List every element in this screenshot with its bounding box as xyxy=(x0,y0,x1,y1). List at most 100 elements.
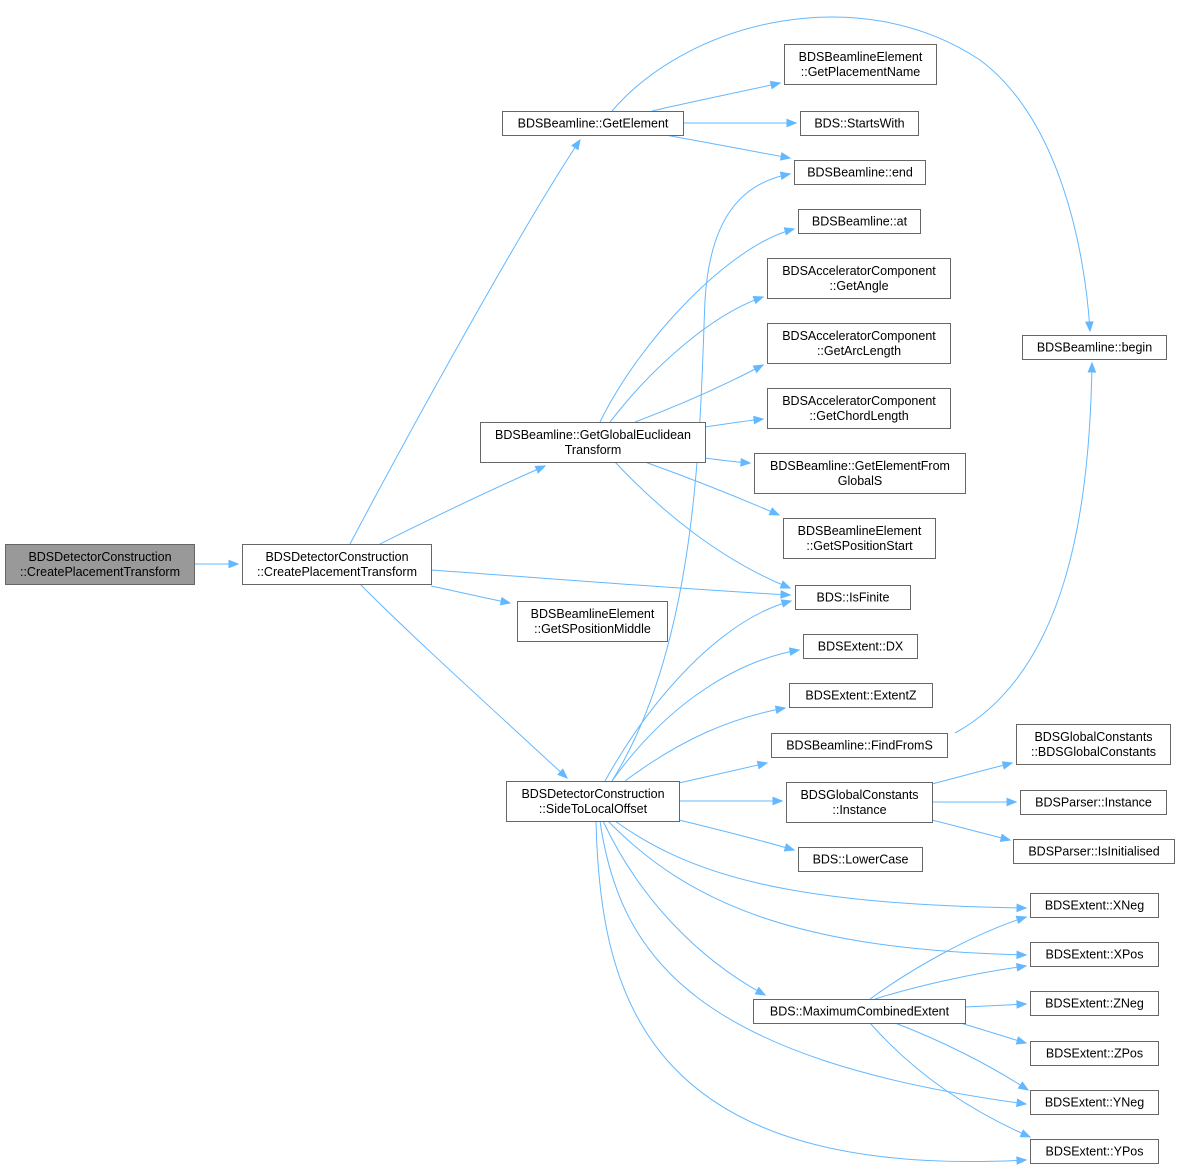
node-xneg[interactable]: BDSExtent::XNeg xyxy=(1030,893,1159,918)
edge-maxCombined-to-zneg xyxy=(964,1000,1028,1009)
edge-getGET-to-getChordLength xyxy=(704,415,765,428)
node-parserInit[interactable]: BDSParser::IsInitialised xyxy=(1013,839,1175,864)
node-end[interactable]: BDSBeamline::end xyxy=(794,160,926,185)
edge-line xyxy=(595,820,1027,1162)
node-box xyxy=(798,209,921,234)
node-label-line: ::GetPlacementName xyxy=(801,65,921,79)
arrowhead xyxy=(1001,761,1014,770)
node-getSPosMid[interactable]: BDSBeamlineElement::GetSPositionMiddle xyxy=(517,601,668,642)
edge-cpt-to-sideToLocal xyxy=(359,583,568,779)
node-getChordLength[interactable]: BDSAcceleratorComponent::GetChordLength xyxy=(767,388,951,429)
edge-line xyxy=(874,965,1027,1000)
node-label-line: BDSBeamline::FindFromS xyxy=(786,739,933,753)
edge-sideToLocal-to-end xyxy=(611,171,792,782)
node-maxCombined[interactable]: BDS::MaximumCombinedExtent xyxy=(753,999,966,1024)
node-dx[interactable]: BDSExtent::DX xyxy=(803,634,918,659)
node-box xyxy=(1030,991,1159,1016)
edge-line xyxy=(869,916,1027,1000)
edge-cpt-to-getSPosMid xyxy=(430,585,512,606)
edge-sideToLocal-to-gcInstance xyxy=(679,796,784,806)
node-box xyxy=(1030,893,1159,918)
node-yneg[interactable]: BDSExtent::YNeg xyxy=(1030,1090,1159,1115)
edge-cpt-to-isFinite xyxy=(430,569,792,599)
node-box xyxy=(798,847,923,872)
node-label-line: ::GetAngle xyxy=(829,279,888,293)
node-label-line: BDSAcceleratorComponent xyxy=(782,329,936,343)
node-label-line: BDSBeamlineElement xyxy=(798,524,922,538)
arrowhead xyxy=(780,590,792,599)
node-at[interactable]: BDSBeamline::at xyxy=(798,209,921,234)
edge-getGET-to-getArcLength xyxy=(634,364,765,423)
node-label-line: ::SideToLocalOffset xyxy=(539,802,648,816)
node-ypos[interactable]: BDSExtent::YPos xyxy=(1030,1139,1159,1164)
node-lowerCase[interactable]: BDS::LowerCase xyxy=(798,847,923,872)
node-label-line: BDSParser::IsInitialised xyxy=(1028,845,1159,859)
node-findFromS[interactable]: BDSBeamline::FindFromS xyxy=(771,733,948,758)
node-begin[interactable]: BDSBeamline::begin xyxy=(1022,335,1167,360)
node-box xyxy=(803,634,918,659)
node-box xyxy=(1030,1090,1159,1115)
arrowhead xyxy=(1016,1156,1028,1165)
edge-sideToLocal-to-yneg xyxy=(599,820,1028,1108)
edge-line xyxy=(634,364,764,423)
node-cpt[interactable]: BDSDetectorConstruction::CreatePlacement… xyxy=(242,544,432,585)
node-startsWith[interactable]: BDS::StartsWith xyxy=(800,111,919,136)
node-extentZ[interactable]: BDSExtent::ExtentZ xyxy=(789,683,933,708)
arrowhead xyxy=(571,138,581,151)
edge-line xyxy=(611,173,791,782)
edge-getGET-to-at xyxy=(599,227,796,423)
node-box xyxy=(5,544,195,585)
node-xpos[interactable]: BDSExtent::XPos xyxy=(1030,942,1159,967)
node-getAngle[interactable]: BDSAcceleratorComponent::GetAngle xyxy=(767,258,951,299)
edge-line xyxy=(430,569,791,596)
arrowhead xyxy=(786,118,798,128)
node-sideToLocal[interactable]: BDSDetectorConstruction::SideToLocalOffs… xyxy=(506,781,680,822)
edge-sideToLocal-to-ypos xyxy=(595,820,1028,1165)
arrowhead xyxy=(1015,915,1028,925)
edge-line xyxy=(379,465,546,545)
node-zneg[interactable]: BDSExtent::ZNeg xyxy=(1030,991,1159,1016)
edge-gcInstance-to-parserInstance xyxy=(932,797,1018,807)
node-label-line: Transform xyxy=(565,443,622,457)
node-gcCtor[interactable]: BDSGlobalConstants::BDSGlobalConstants xyxy=(1016,724,1171,765)
arrowhead xyxy=(780,599,793,608)
node-getElement[interactable]: BDSBeamline::GetElement xyxy=(502,111,684,136)
edge-line xyxy=(614,820,1027,909)
arrowhead xyxy=(499,596,512,606)
arrowhead xyxy=(1087,361,1097,373)
node-getArcLength[interactable]: BDSAcceleratorComponent::GetArcLength xyxy=(767,323,951,364)
node-label-line: BDS::StartsWith xyxy=(814,117,904,131)
arrowhead xyxy=(740,458,752,467)
node-label-line: ::BDSGlobalConstants xyxy=(1031,745,1156,759)
edge-getGET-to-isFinite xyxy=(614,461,792,589)
arrowhead xyxy=(783,843,796,852)
node-box xyxy=(506,781,680,822)
node-label-line: BDSBeamline::GetElement xyxy=(518,117,669,131)
node-label-line: ::CreatePlacementTransform xyxy=(257,565,417,579)
edge-getGET-to-getSPosStart xyxy=(644,461,781,516)
node-getSPosStart[interactable]: BDSBeamlineElement::GetSPositionStart xyxy=(783,518,936,559)
arrowhead xyxy=(1017,1081,1030,1091)
arrowhead xyxy=(783,227,796,236)
arrowhead xyxy=(228,559,240,569)
node-label-line: BDSExtent::ZPos xyxy=(1046,1047,1143,1061)
node-zpos[interactable]: BDSExtent::ZPos xyxy=(1030,1041,1159,1066)
node-label-line: ::GetChordLength xyxy=(809,409,908,423)
node-getPlacementName[interactable]: BDSBeamlineElement::GetPlacementName xyxy=(784,44,937,85)
edge-line xyxy=(624,707,786,782)
node-box xyxy=(771,733,948,758)
node-label-line: ::GetArcLength xyxy=(817,344,901,358)
node-label-line: BDSExtent::XNeg xyxy=(1045,899,1144,913)
arrowhead xyxy=(774,705,787,715)
edge-sideToLocal-to-findFromS xyxy=(678,760,769,784)
node-box xyxy=(1016,724,1171,765)
node-box xyxy=(767,258,951,299)
node-parserInstance[interactable]: BDSParser::Instance xyxy=(1020,790,1167,815)
node-isFinite[interactable]: BDS::IsFinite xyxy=(795,585,911,610)
node-gcInstance[interactable]: BDSGlobalConstants::Instance xyxy=(786,782,933,823)
edge-line xyxy=(607,820,1027,956)
node-label-line: ::Instance xyxy=(832,803,886,817)
